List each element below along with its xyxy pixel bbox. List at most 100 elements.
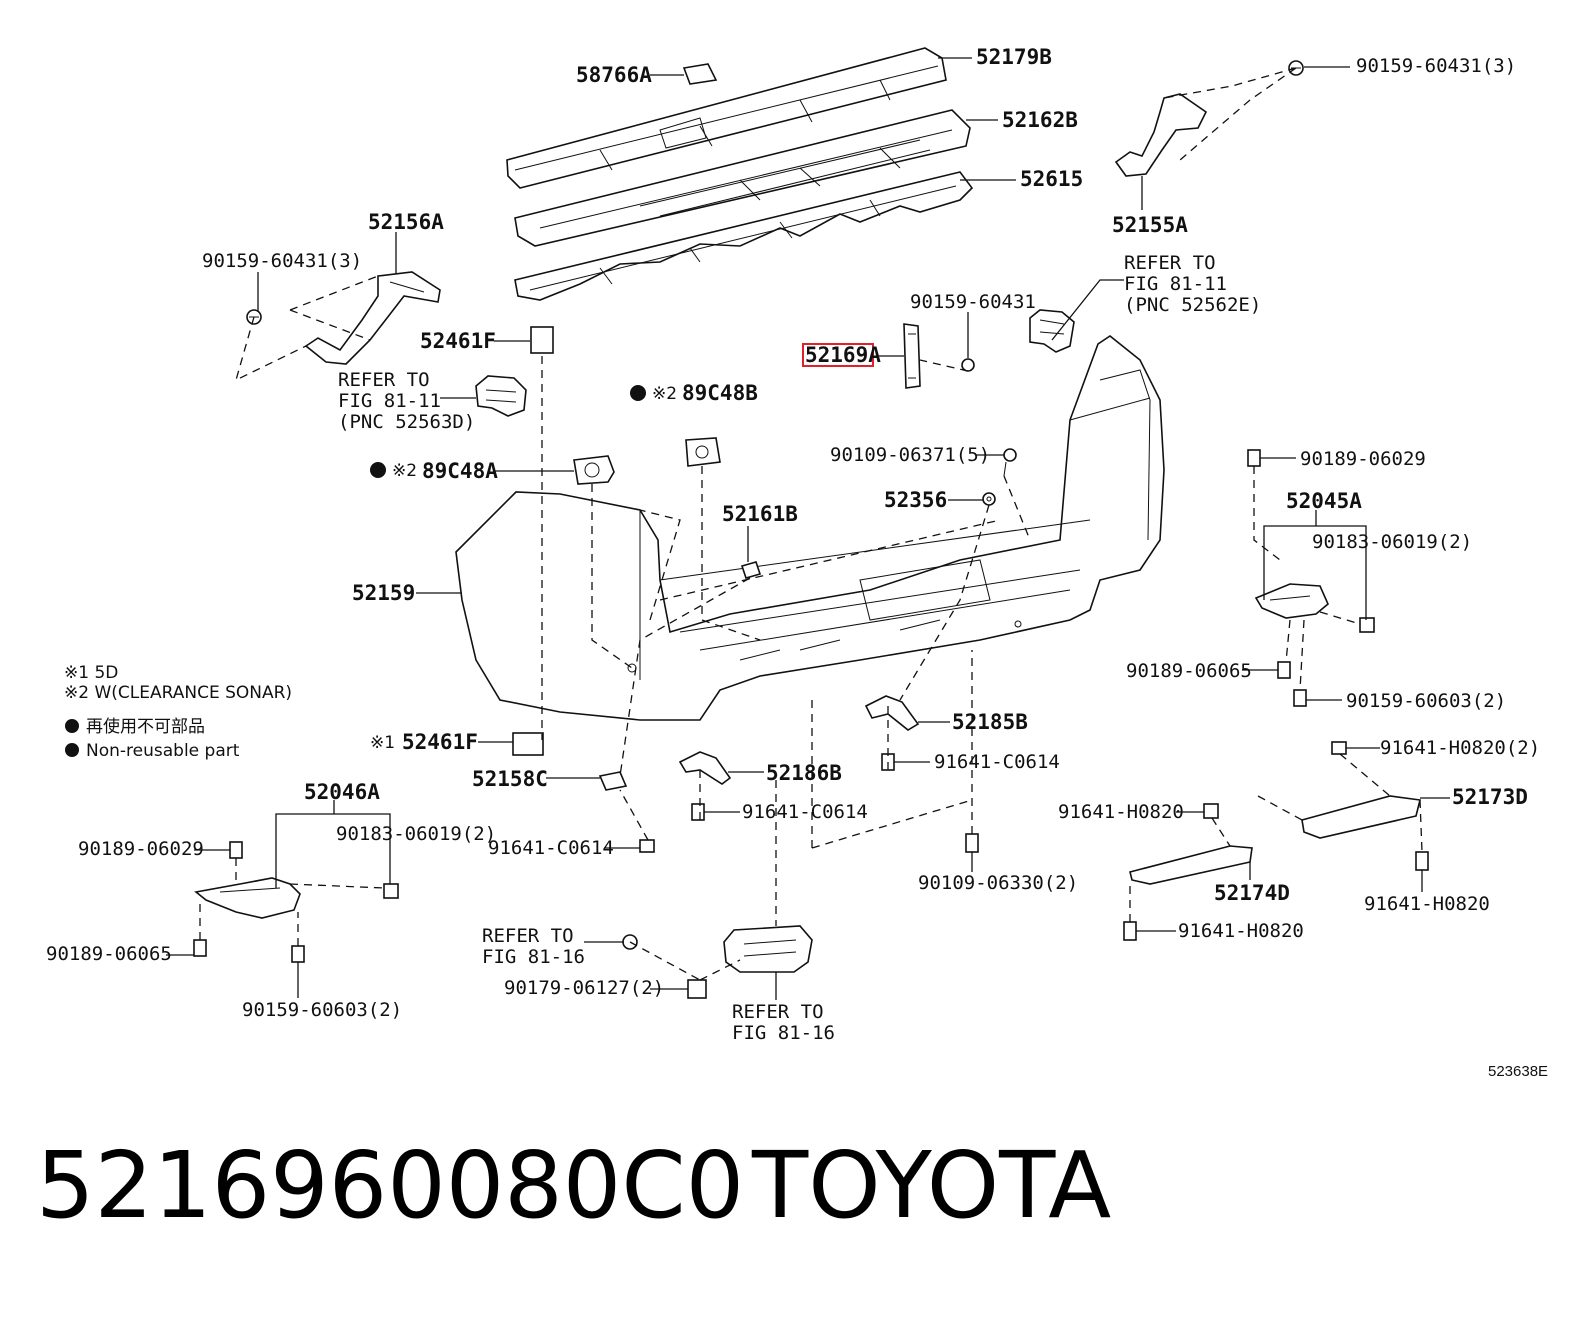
label-90159-60431: 90159-60431 <box>910 291 1036 313</box>
label-52173D: 52173D <box>1452 785 1528 809</box>
leader-lines <box>166 57 1450 1000</box>
label-90159-60603-2-left: 90159-60603(2) <box>242 999 402 1021</box>
part-52155A-bracket <box>1114 93 1208 177</box>
nut-icon <box>687 979 707 999</box>
part-52185B-bracket <box>864 695 920 731</box>
refer-52563D-line1: REFER TO <box>338 369 430 391</box>
refer-52562E-line1: REFER TO <box>1124 252 1216 274</box>
part-52615-absorber <box>514 171 974 301</box>
non-reusable-bullet-icon <box>65 743 79 757</box>
bolt-icon <box>193 939 207 957</box>
footer-brand: TOYOTA <box>752 1132 1112 1239</box>
part-52186B-bracket <box>678 751 732 785</box>
label-90179-06127-2: 90179-06127(2) <box>504 977 664 999</box>
label-52356: 52356 <box>884 488 947 512</box>
label-89C48B: 89C48B <box>682 381 758 405</box>
label-52461F-bottom: 52461F <box>402 730 478 754</box>
screw-icon <box>961 358 975 372</box>
screw-icon <box>1003 448 1017 477</box>
label-90189-06029-right: 90189-06029 <box>1300 448 1426 470</box>
bolt-icon <box>1247 449 1261 467</box>
legend-note-1: ※1 5D <box>64 663 118 683</box>
part-89C48B-holder <box>685 437 721 467</box>
refer-81-16-left-line1: REFER TO <box>482 925 574 947</box>
label-89C48A: 89C48A <box>422 459 498 483</box>
part-89C48A-holder <box>573 455 615 485</box>
bolt-icon <box>1203 803 1219 819</box>
label-52045A: 52045A <box>1286 489 1362 513</box>
part-fog-lamp <box>723 925 813 973</box>
label-91641-C0614-b: 91641-C0614 <box>742 801 868 823</box>
label-52161B: 52161B <box>722 502 798 526</box>
label-58766A: 58766A <box>576 63 652 87</box>
label-90109-06330-2: 90109-06330(2) <box>918 872 1078 894</box>
label-91641-C0614-a: 91641-C0614 <box>934 751 1060 773</box>
label-91641-H0820-c: 91641-H0820 <box>1364 893 1490 915</box>
label-52046A: 52046A <box>304 780 380 804</box>
nut-icon <box>383 883 399 899</box>
label-91641-H0820-2: 91641-H0820(2) <box>1380 737 1540 759</box>
bolt-icon <box>639 839 655 853</box>
legend-bullet-en: Non-reusable part <box>86 741 240 761</box>
clip-icon <box>740 561 762 579</box>
bolt-icon <box>291 945 305 963</box>
bolt-icon <box>1331 741 1347 755</box>
non-reusable-bullet-icon <box>370 462 386 478</box>
label-52169A: 52169A <box>805 343 881 367</box>
bolt-icon <box>965 833 979 853</box>
assembly-lines <box>199 67 1423 981</box>
part-52461F-top-cushion <box>530 326 554 354</box>
refer-52563D-line2: FIG 81-11 <box>338 390 441 412</box>
part-52174D-plate <box>1129 845 1253 885</box>
refer-81-16-bottom-line2: FIG 81-16 <box>732 1022 835 1044</box>
label-52461F-top: 52461F <box>420 329 496 353</box>
label-52155A: 52155A <box>1112 213 1188 237</box>
refer-81-16-bottom-line1: REFER TO <box>732 1001 824 1023</box>
bolt-icon <box>1277 661 1291 679</box>
label-90189-06065-right: 90189-06065 <box>1126 660 1252 682</box>
part-52461F-bottom-cushion <box>512 732 544 756</box>
refer-81-16-left-line2: FIG 81-16 <box>482 946 585 968</box>
legend: ※1 5D ※2 W(CLEARANCE SONAR) 再使用不可部品 Non-… <box>64 663 292 761</box>
part-52562E-retainer <box>1029 309 1075 353</box>
part-52046A-bracket <box>194 877 301 919</box>
label-90159-60603-2-right: 90159-60603(2) <box>1346 690 1506 712</box>
label-90159-60431-3-right: 90159-60431(3) <box>1356 55 1516 77</box>
part-52158C-bracket <box>598 771 628 791</box>
legend-bullet-jp: 再使用不可部品 <box>86 716 205 737</box>
part-52563D-retainer <box>475 375 527 417</box>
bolt-icon <box>1415 851 1429 871</box>
refer-52562E-line2: FIG 81-11 <box>1124 273 1227 295</box>
label-52185B: 52185B <box>952 710 1028 734</box>
note-mark-2-89C48A: ※2 <box>392 461 417 481</box>
refer-52562E-line3: (PNC 52562E) <box>1124 294 1261 316</box>
label-90189-06029-left: 90189-06029 <box>78 838 204 860</box>
label-52159: 52159 <box>352 581 415 605</box>
label-52174D: 52174D <box>1214 881 1290 905</box>
part-52159-bumper-cover <box>455 335 1165 721</box>
label-52615: 52615 <box>1020 167 1083 191</box>
part-52169A-spacer <box>903 323 921 389</box>
footer-part-number: 5216960080C0 <box>36 1132 745 1239</box>
label-52158C: 52158C <box>472 767 548 791</box>
part-52179B-retainer <box>506 47 947 189</box>
nut-icon <box>1359 617 1375 633</box>
label-52162B: 52162B <box>1002 108 1078 132</box>
bolt-icon <box>691 803 705 821</box>
legend-note-2: ※2 W(CLEARANCE SONAR) <box>64 683 292 703</box>
part-52156A-bracket <box>304 271 441 365</box>
part-52045A-bracket <box>1254 583 1329 619</box>
washer-icon <box>982 492 996 506</box>
label-52156A: 52156A <box>368 210 444 234</box>
label-90183-06019-2-right: 90183-06019(2) <box>1312 531 1472 553</box>
part-58766A-pad <box>682 63 718 85</box>
label-52179B: 52179B <box>976 45 1052 69</box>
part-labels: 58766A 52179B 52162B 52615 52156A 90159-… <box>46 45 1540 1044</box>
highlight-box <box>802 343 874 367</box>
note-mark-2-89C48B: ※2 <box>652 384 677 404</box>
label-91641-H0820-a: 91641-H0820 <box>1058 801 1184 823</box>
bolt-icon <box>1293 689 1307 707</box>
bolt-icon <box>1123 921 1137 941</box>
label-91641-C0614-c: 91641-C0614 <box>488 837 614 859</box>
